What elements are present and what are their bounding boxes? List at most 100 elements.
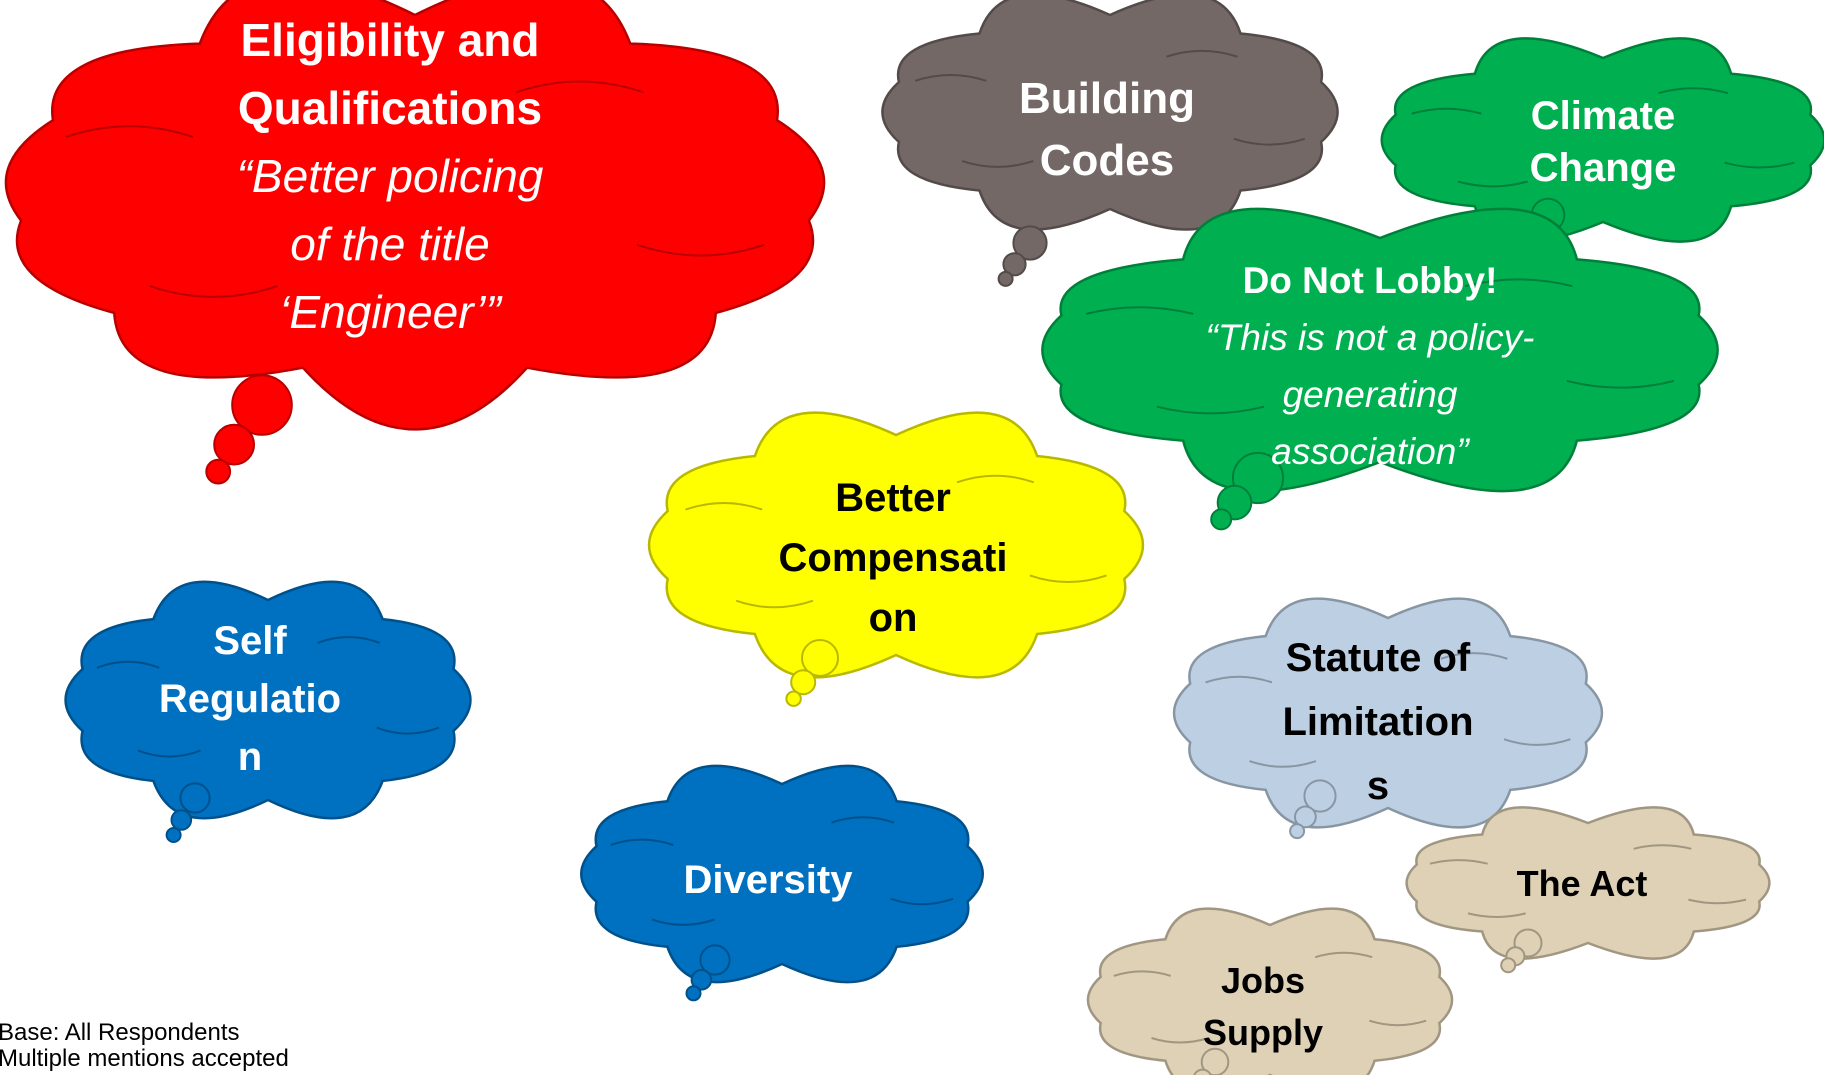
better-compensation-label-line: on <box>868 596 918 640</box>
building-codes-cloud-contour <box>914 74 987 82</box>
statute-of-limitations-label-line: s <box>1366 764 1390 808</box>
eligibility-tail-bubble <box>231 374 293 436</box>
self-regulation-cloud-contour <box>376 726 440 735</box>
climate-change-cloud-contour <box>1411 107 1482 115</box>
the-act-cloud-contour <box>1429 859 1488 865</box>
climate-change-label-line: Change <box>1529 146 1677 190</box>
self-regulation-cloud-contour <box>317 636 381 644</box>
eligibility-label-line: “Better policing <box>236 150 544 202</box>
self-regulation-cloud-contour <box>96 660 160 669</box>
diversity-tail-bubble <box>690 969 713 991</box>
the-act-cloud-contour <box>1688 898 1747 905</box>
statute-of-limitations-label: Statute of Limitation s <box>1201 626 1555 818</box>
the-act-cloud-contour <box>1633 844 1692 850</box>
self-regulation-tail-bubble <box>179 782 211 814</box>
jobs-supply-cloud-contour <box>1314 951 1373 959</box>
self-regulation-tail-bubble <box>170 809 193 831</box>
better-compensation-label-line: Better <box>835 476 951 520</box>
eligibility-label-line: ‘Engineer’” <box>279 286 501 338</box>
footnote-mentions: Multiple mentions accepted <box>0 1045 289 1072</box>
building-codes-label-line: Building <box>1019 74 1195 123</box>
better-compensation-cloud-contour <box>685 502 763 511</box>
do-not-lobby-cloud-contour <box>1464 278 1573 288</box>
statute-of-limitations-label-line: Statute of <box>1285 636 1471 680</box>
the-act-cloud-shape <box>1405 806 1771 960</box>
eligibility-tail-bubble <box>205 458 232 485</box>
the-act-cloud-contour <box>1467 912 1526 918</box>
self-regulation-cloud-shape <box>64 580 472 820</box>
building-codes-cloud-contour <box>1166 49 1238 58</box>
do-not-lobby-tail-bubble <box>1210 508 1233 531</box>
statute-of-limitations-cloud-contour <box>1205 675 1273 684</box>
diversity-cloud-contour <box>610 838 674 846</box>
diversity-label: Diversity <box>602 855 934 905</box>
do-not-lobby-label-line: “This is not a policy- <box>1205 317 1535 358</box>
eligibility-cloud-contour <box>636 243 765 257</box>
climate-change-cloud-contour <box>1658 87 1729 95</box>
footnote-base: Base: All Respondents <box>0 1019 240 1046</box>
eligibility-cloud-contour <box>149 285 278 298</box>
building-codes-cloud-shape <box>881 0 1339 231</box>
climate-change-label-line: Climate <box>1530 94 1676 138</box>
do-not-lobby-label: Do Not Lobby!“This is not a policy-gener… <box>1085 252 1655 480</box>
eligibility-label-line: Qualifications <box>237 82 543 134</box>
do-not-lobby-label-line: association” <box>1271 431 1469 472</box>
jobs-supply-cloud <box>1086 907 1454 1075</box>
jobs-supply-cloud-contour <box>1151 1037 1209 1044</box>
diversity-tail-bubble <box>699 944 731 976</box>
footnote: Base: All Respondents Multiple mentions … <box>0 1020 289 1072</box>
diversity-tail-bubble <box>685 985 702 1002</box>
jobs-supply-cloud-contour <box>1113 970 1172 977</box>
self-regulation-cloud-contour <box>137 749 201 758</box>
building-codes-label-line: Codes <box>1039 136 1175 185</box>
diversity-cloud-contour <box>831 816 895 824</box>
diversity-cloud <box>580 764 984 1002</box>
diversity-cloud-contour <box>651 918 715 926</box>
statute-of-limitations-tail-bubble <box>1303 779 1337 813</box>
do-not-lobby-label-line: Do Not Lobby! <box>1242 260 1498 301</box>
self-regulation-label-line: Regulatio <box>158 677 342 721</box>
better-compensation-cloud-contour <box>735 599 814 609</box>
statute-of-limitations-cloud-contour <box>1440 652 1508 660</box>
statute-of-limitations-tail-bubble <box>1294 805 1317 829</box>
jobs-supply-label-line: Jobs <box>1220 960 1306 1001</box>
jobs-supply-tail-bubble <box>1200 1047 1230 1075</box>
better-compensation-tail-bubble <box>785 690 802 707</box>
better-compensation-cloud <box>647 411 1145 707</box>
diversity-cloud-contour <box>890 897 954 906</box>
do-not-lobby-cloud-contour <box>1566 379 1675 389</box>
statute-of-limitations-tail-bubble <box>1289 823 1306 840</box>
eligibility-tail-bubble <box>213 423 256 466</box>
better-compensation-label-line: Compensati <box>778 536 1008 580</box>
do-not-lobby-cloud-contour <box>1085 306 1194 315</box>
the-act-cloud <box>1405 806 1771 974</box>
self-regulation-cloud <box>64 580 472 843</box>
better-compensation-tail-bubble <box>801 639 839 677</box>
building-codes-tail-bubble <box>997 270 1014 287</box>
jobs-supply-cloud-contour <box>1368 1019 1427 1027</box>
self-regulation-label-line: n <box>237 735 263 779</box>
jobs-supply-cloud-shape <box>1086 907 1454 1075</box>
eligibility-cloud <box>4 0 826 485</box>
statute-of-limitations-cloud <box>1172 597 1604 840</box>
climate-change-cloud-contour <box>1724 161 1795 169</box>
the-act-label: The Act <box>1429 861 1735 907</box>
statute-of-limitations-label-line: Limitation <box>1282 700 1474 744</box>
eligibility-label-line: of the title <box>290 218 490 270</box>
eligibility-cloud-contour <box>65 125 194 138</box>
climate-change-cloud-contour <box>1457 180 1528 188</box>
building-codes-cloud-contour <box>1233 137 1306 146</box>
better-compensation-cloud-contour <box>1029 574 1107 583</box>
better-compensation-cloud-contour <box>956 474 1035 484</box>
building-codes-tail-bubble <box>1002 252 1027 277</box>
better-compensation-tail-bubble <box>790 669 817 696</box>
eligibility-cloud-contour <box>515 80 644 94</box>
